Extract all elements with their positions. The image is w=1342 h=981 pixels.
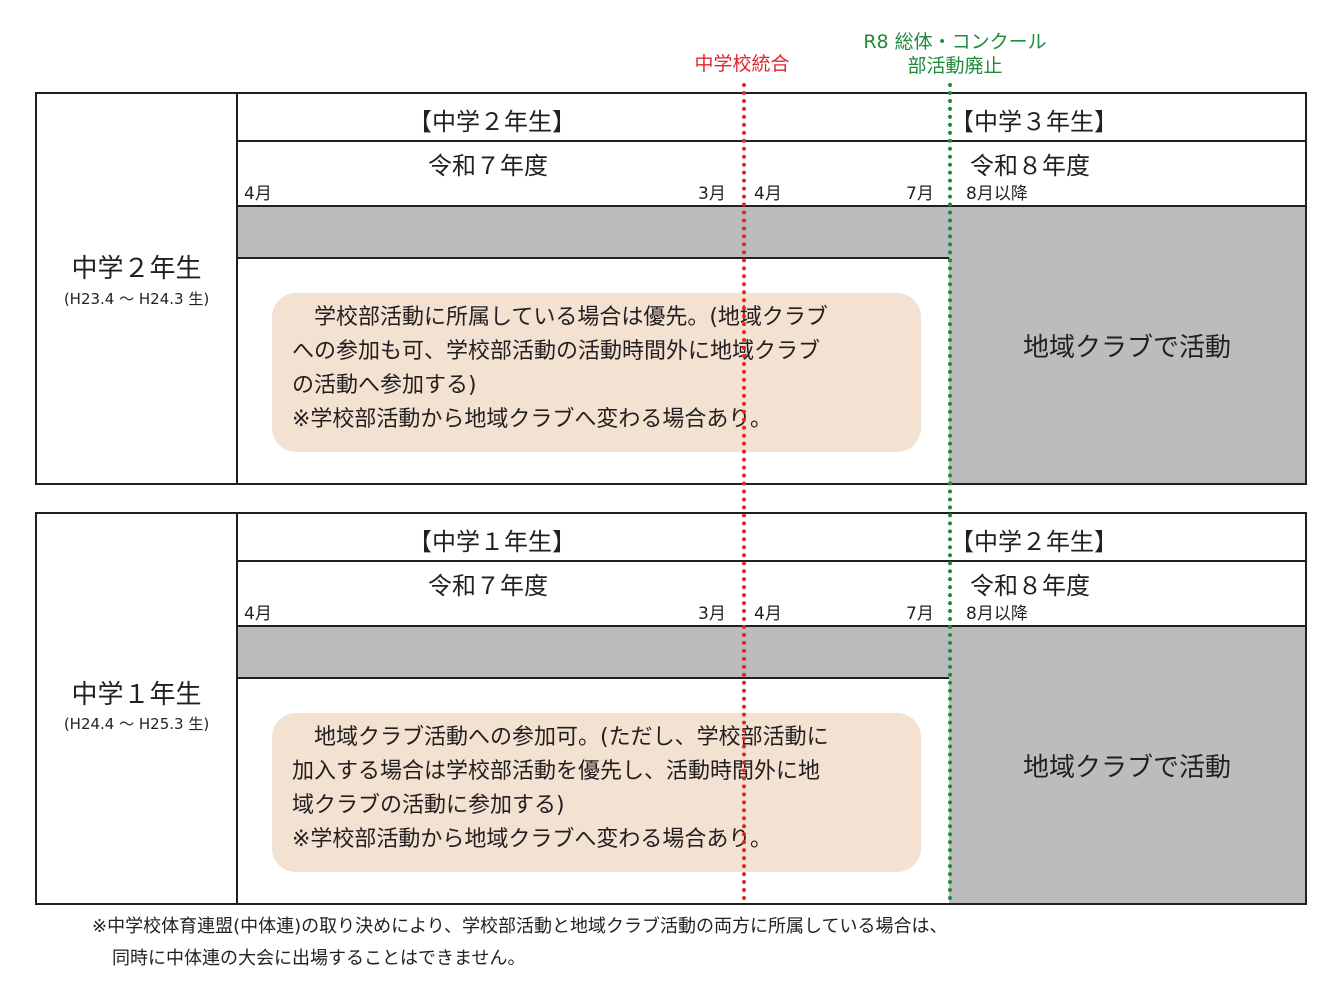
grade1-note-line4: ※学校部活動から地域クラブへ変わる場合あり。 [292, 827, 772, 852]
abolish-dotted-line [948, 83, 952, 901]
grade2-this-year-grade: 【中学２年生】 [408, 108, 576, 136]
grade1-next-year-grade: 【中学２年生】 [950, 528, 1118, 556]
grade2-note-line1: 学校部活動に所属している場合は優先。(地域クラブ [292, 305, 828, 330]
grade1-block: 中学１年生 (H24.4 〜 H25.3 生) 【中学１年生】 【中学２年生】 … [35, 512, 1307, 905]
grade1-note-box: 地域クラブ活動への参加可。(ただし、学校部活動に 加入する場合は学校部活動を優先… [272, 713, 921, 872]
grade1-note-line3: 域クラブの活動に参加する) [292, 793, 565, 818]
grade2-note-line4: ※学校部活動から地域クラブへ変わる場合あり。 [292, 407, 772, 432]
grade2-note-box: 学校部活動に所属している場合は優先。(地域クラブ への参加も可、学校部活動の活動… [272, 293, 921, 452]
grade2-next-year-grade: 【中学３年生】 [950, 108, 1118, 136]
grade2-month-apr-start: 4月 [244, 184, 272, 204]
grade1-month-apr: 4月 [754, 604, 782, 624]
merge-dotted-line [742, 83, 746, 901]
grade2-month-jul: 7月 [906, 184, 934, 204]
grade1-grade-row: 【中学１年生】 【中学２年生】 [238, 514, 1305, 562]
grade2-club-text: 地域クラブで活動 [1022, 333, 1231, 363]
grade1-school-club-bar [238, 627, 949, 679]
grade2-title: 中学２年生 [71, 254, 202, 284]
grade1-month-mar: 3月 [698, 604, 726, 624]
merge-marker-label: 中学校統合 [694, 53, 790, 75]
grade1-year-this: 令和７年度 [428, 572, 548, 600]
grade1-note-line1: 地域クラブ活動への参加可。(ただし、学校部活動に [292, 725, 829, 750]
grade2-month-aug: 8月以降 [966, 184, 1028, 204]
grade1-year-next: 令和８年度 [970, 572, 1090, 600]
grade1-year-row: 令和７年度 令和８年度 4月 3月 4月 7月 8月以降 [238, 562, 1305, 627]
grade1-title: 中学１年生 [71, 680, 202, 710]
grade1-this-year-grade: 【中学１年生】 [408, 528, 576, 556]
grade2-month-mar: 3月 [698, 184, 726, 204]
grade1-club-period: 地域クラブで活動 [949, 627, 1305, 903]
grade1-note-line2: 加入する場合は学校部活動を優先し、活動時間外に地 [292, 759, 821, 784]
footnote-line2: 同時に中体連の大会に出場することはできません。 [112, 948, 526, 969]
grade2-note-line2: への参加も可、学校部活動の活動時間外に地域クラブ [292, 339, 821, 364]
grade2-grade-row: 【中学２年生】 【中学３年生】 [238, 94, 1305, 142]
grade2-note-line3: の活動へ参加する) [292, 373, 477, 398]
grade1-left-column: 中学１年生 (H24.4 〜 H25.3 生) [37, 514, 238, 903]
grade1-month-apr-start: 4月 [244, 604, 272, 624]
grade2-club-period: 地域クラブで活動 [949, 207, 1305, 483]
grade2-year-next: 令和８年度 [970, 152, 1090, 180]
grade2-year-this: 令和７年度 [428, 152, 548, 180]
grade2-school-club-bar [238, 207, 949, 259]
grade1-birth-range: (H24.4 〜 H25.3 生) [63, 715, 210, 733]
grade2-left-column: 中学２年生 (H23.4 〜 H24.3 生) [37, 94, 238, 483]
grade2-block: 中学２年生 (H23.4 〜 H24.3 生) 【中学２年生】 【中学３年生】 … [35, 92, 1307, 485]
grade1-month-jul: 7月 [906, 604, 934, 624]
footnote-line1: ※中学校体育連盟(中体連)の取り決めにより、学校部活動と地域クラブ活動の両方に所… [92, 916, 948, 937]
grade2-year-row: 令和７年度 令和８年度 4月 3月 4月 7月 8月以降 [238, 142, 1305, 207]
grade2-birth-range: (H23.4 〜 H24.3 生) [63, 290, 210, 308]
abolish-marker-label-line1: R8 総体・コンクール [863, 31, 1047, 53]
grade2-month-apr: 4月 [754, 184, 782, 204]
abolish-marker-label-line2: 部活動廃止 [907, 55, 1003, 77]
grade1-month-aug: 8月以降 [966, 604, 1028, 624]
grade1-club-text: 地域クラブで活動 [1022, 753, 1231, 783]
